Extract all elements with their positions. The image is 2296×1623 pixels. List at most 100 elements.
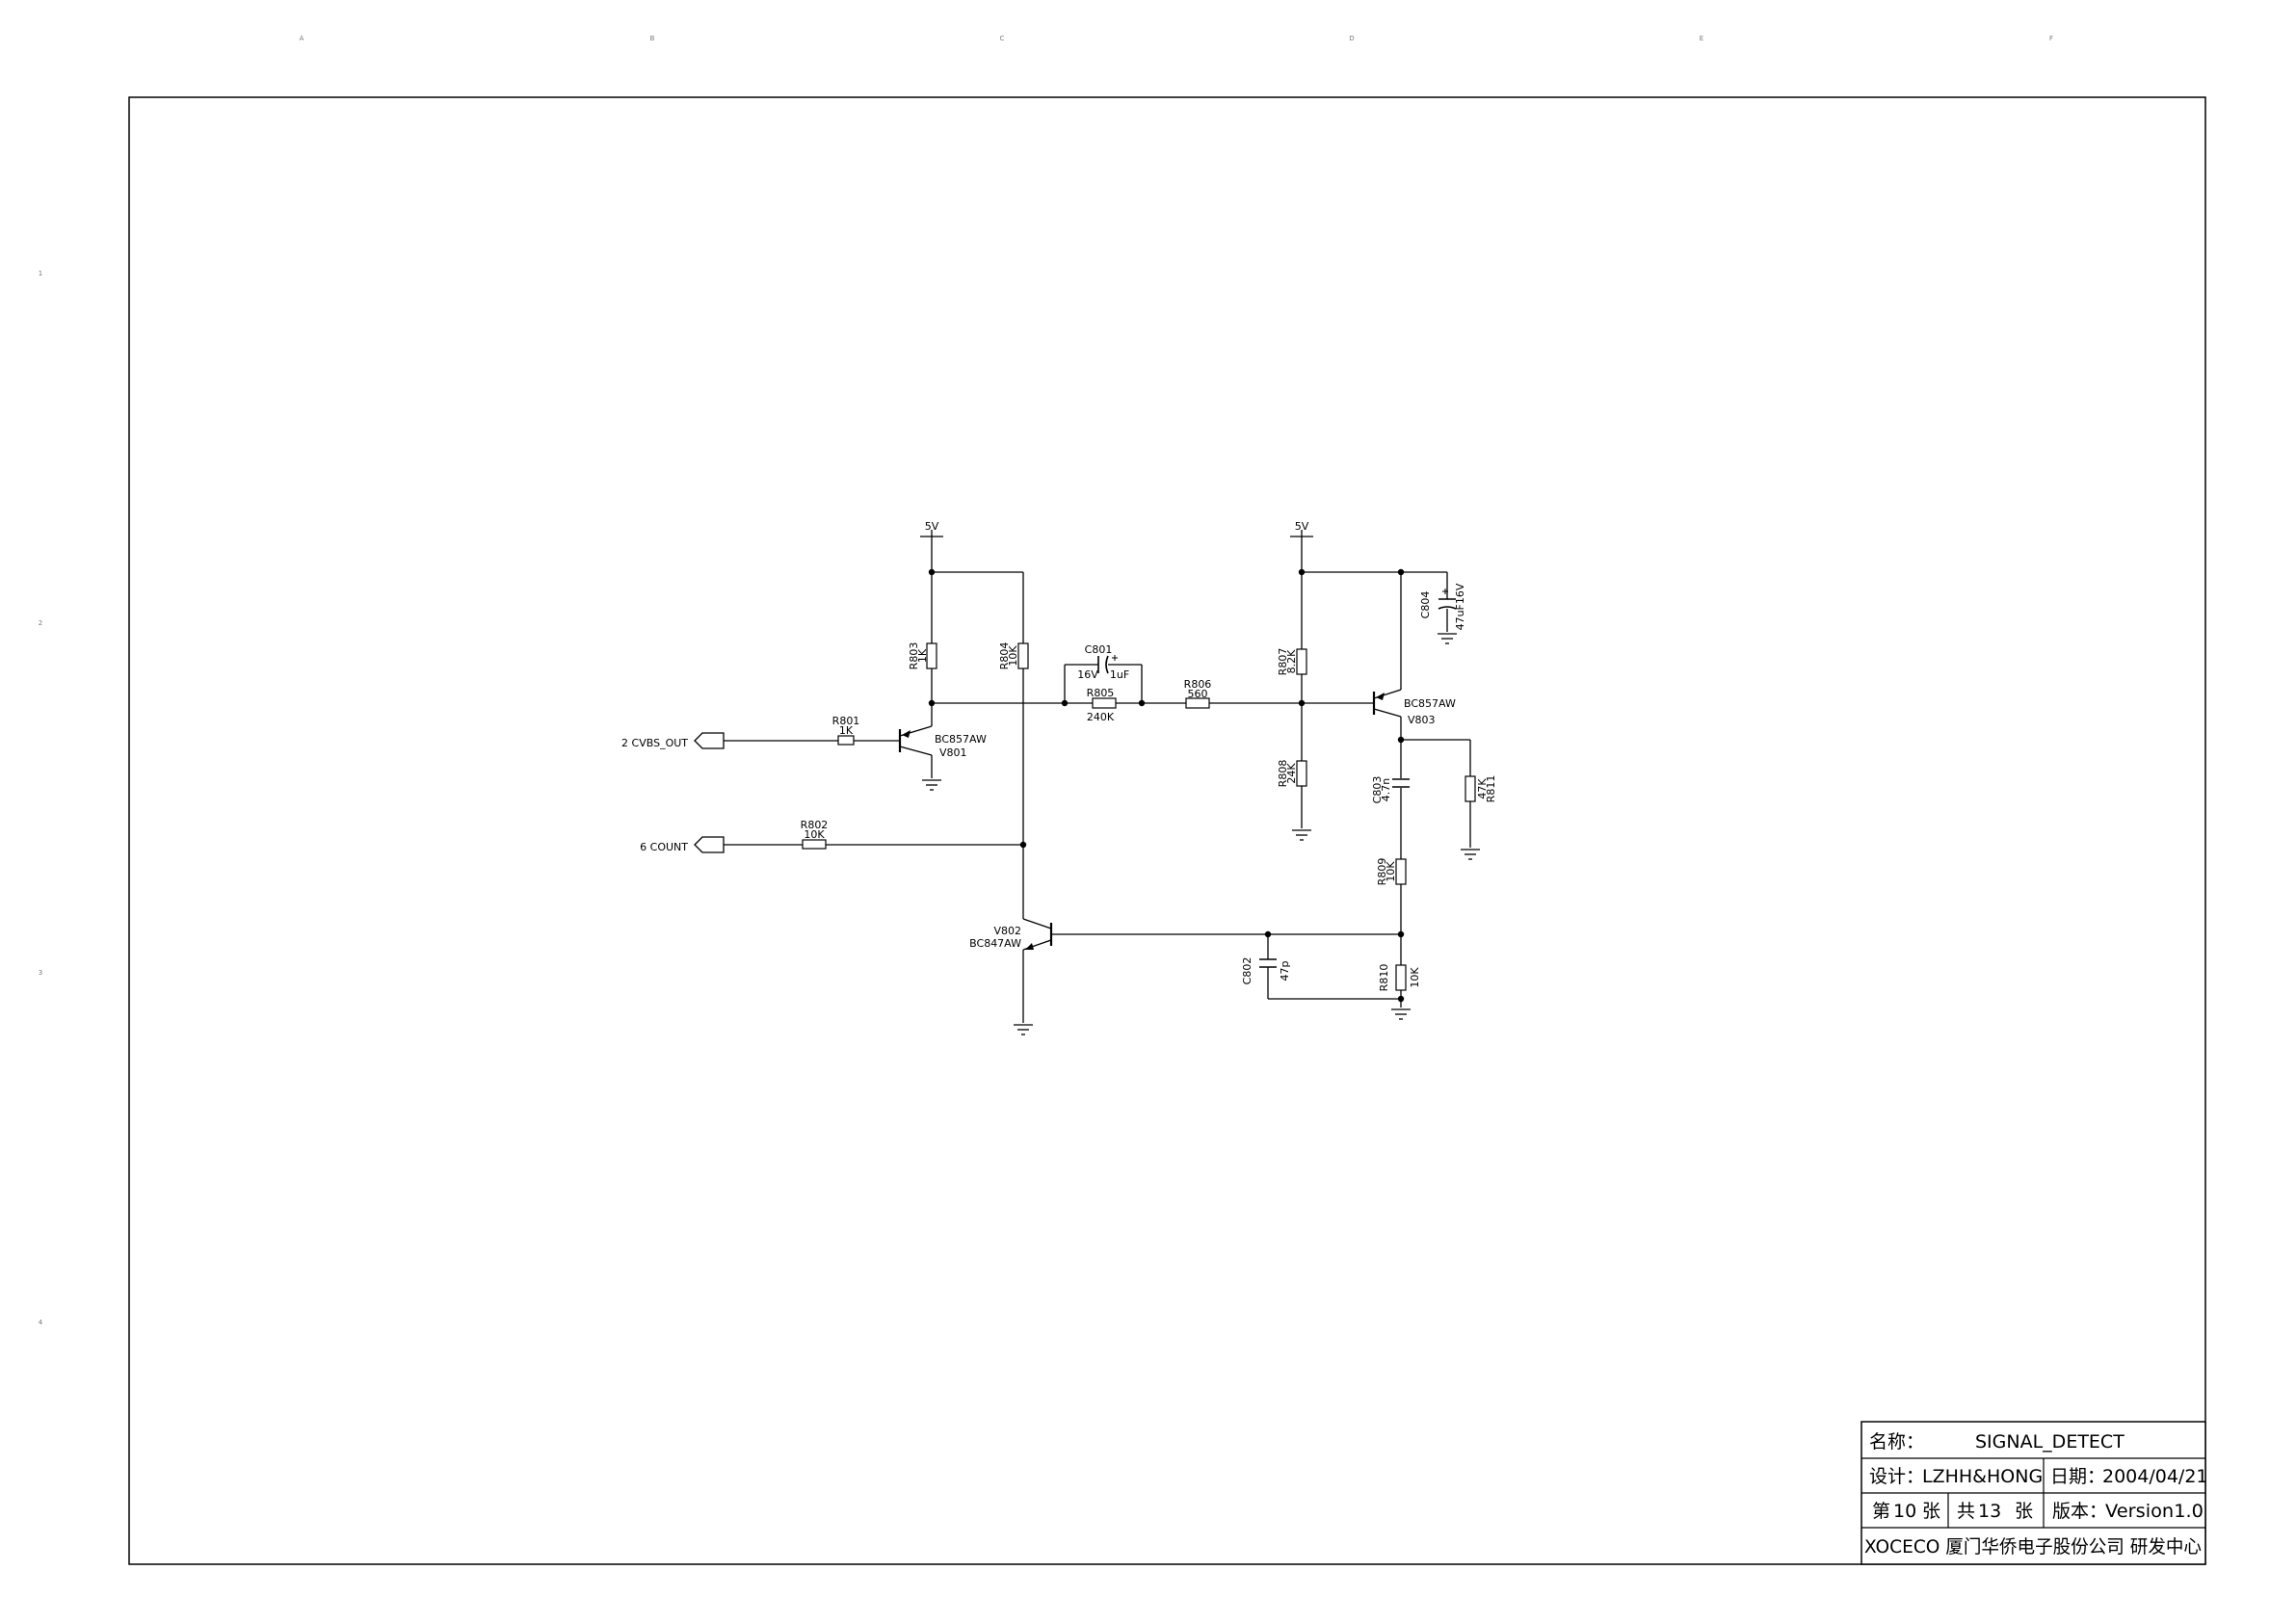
c801-ref: C801 (1085, 643, 1113, 656)
title-sheet-unit: 张 (1922, 1501, 1940, 1522)
power-5v-left-label: 5V (925, 520, 939, 533)
ground-symbols (922, 633, 1480, 1035)
c803-ref: C803 (1371, 776, 1384, 804)
title-total-unit: 张 (2015, 1501, 2033, 1522)
capacitor-c802: C802 47p (1241, 957, 1291, 985)
left-zone-markers: 1 2 3 4 (39, 270, 43, 1326)
v803-ref: V803 (1408, 714, 1436, 726)
r806-ref: R806 (1184, 678, 1212, 691)
c803-value: 4.7n (1380, 778, 1392, 801)
resistor-r805: R805 240K (1087, 687, 1117, 723)
resistor-r806: R806 560 (1184, 678, 1212, 709)
title-block: 名称： SIGNAL_DETECT 设计： LZHH&HONG 日期： 2004… (1861, 1421, 2208, 1565)
v801-part: BC857AW (935, 733, 987, 746)
junction-dots (928, 568, 1405, 1003)
ground-r811 (1461, 849, 1480, 860)
transistor-v802: V802 BC847AW (969, 918, 1053, 951)
ground-r808 (1292, 829, 1311, 841)
r807-value: 8.2K (1285, 649, 1298, 673)
title-version-label: 版本： (2052, 1501, 2107, 1522)
resistor-r803: R803 1K (908, 642, 937, 670)
c804-value: 47uF16V (1454, 583, 1466, 630)
c804-ref: C804 (1419, 591, 1432, 619)
title-total-value: 13 (1978, 1501, 2001, 1522)
v802-ref: V802 (993, 925, 1021, 937)
resistor-r807: R807 8.2K (1277, 648, 1307, 675)
r808-value: 24K (1285, 763, 1298, 784)
title-designer-value: LZHH&HONG (1922, 1466, 2043, 1487)
zone-marker-b: B (650, 35, 655, 42)
r803-ref: R803 (908, 642, 920, 670)
r809-value: 10K (1385, 861, 1397, 882)
title-name-label: 名称： (1869, 1431, 1924, 1453)
capacitor-c801: C801 16V 1uF (1077, 643, 1129, 681)
resistor-r811: 47K R811 (1465, 775, 1497, 803)
port-count: 6 COUNT (640, 836, 725, 853)
capacitor-c804: C804 47uF16V (1419, 583, 1466, 630)
power-5v-right: 5V (1290, 520, 1313, 537)
resistor-r804: R804 10K (998, 642, 1029, 670)
resistor-r808: R808 24K (1277, 760, 1307, 788)
r802-value: 10K (804, 828, 825, 841)
r811-ref: R811 (1485, 775, 1497, 803)
v802-part: BC847AW (969, 937, 1021, 950)
title-date-label: 日期： (2050, 1466, 2105, 1487)
zone-marker-1: 1 (39, 270, 42, 277)
zone-marker-3: 3 (39, 969, 42, 977)
title-sheet-label: 第 (1872, 1501, 1890, 1522)
zone-marker-c: C (1000, 35, 1005, 42)
c801-value: 1uF (1110, 668, 1129, 681)
resistor-r809: R809 10K (1376, 858, 1407, 886)
r811-value: 47K (1476, 778, 1489, 799)
port-cvbs-out-label: 2 CVBS_OUT (621, 737, 688, 749)
wires (724, 530, 1471, 1023)
r809-ref: R809 (1376, 858, 1388, 886)
r804-value: 10K (1007, 645, 1019, 667)
zone-marker-a: A (300, 35, 304, 42)
title-date-value: 2004/04/21 (2102, 1466, 2208, 1487)
port-count-label: 6 COUNT (640, 841, 688, 853)
top-zone-markers: A B C D E F (300, 35, 2053, 42)
r803-value: 1K (916, 648, 929, 663)
r810-value: 10K (1409, 967, 1421, 988)
r805-value: 240K (1087, 711, 1115, 723)
zone-marker-2: 2 (39, 619, 42, 627)
zone-marker-4: 4 (39, 1319, 43, 1326)
power-5v-right-label: 5V (1295, 520, 1309, 533)
c801-voltage: 16V (1077, 668, 1098, 681)
r805-ref: R805 (1087, 687, 1115, 699)
c802-value: 47p (1279, 960, 1291, 981)
resistor-r801: R801 1K (832, 715, 860, 746)
r801-value: 1K (839, 724, 854, 737)
ground-r810 (1391, 1008, 1411, 1020)
v803-part: BC857AW (1404, 697, 1456, 710)
resistor-r802: R802 10K (801, 819, 829, 850)
title-name-value: SIGNAL_DETECT (1975, 1431, 2124, 1453)
zone-marker-f: F (2049, 35, 2053, 42)
transistor-v801: BC857AW V801 (898, 725, 987, 759)
r801-ref: R801 (832, 715, 860, 727)
r808-ref: R808 (1277, 760, 1289, 788)
title-sheet-value: 10 (1893, 1501, 1916, 1522)
power-5v-left: 5V (920, 520, 943, 537)
zone-marker-e: E (1700, 35, 1703, 42)
title-designer-label: 设计： (1869, 1466, 1924, 1487)
title-version-value: Version1.0 (2105, 1501, 2204, 1522)
capacitor-c803: C803 4.7n (1371, 776, 1410, 804)
ground-c804 (1438, 633, 1457, 644)
r810-ref: R810 (1378, 964, 1390, 992)
resistor-r810: R810 10K (1378, 964, 1421, 992)
title-company: XOCECO 厦门华侨电子股份公司 研发中心 (1864, 1536, 2202, 1558)
zone-marker-d: D (1349, 35, 1354, 42)
c802-ref: C802 (1241, 957, 1254, 985)
v801-ref: V801 (939, 746, 967, 759)
r804-ref: R804 (998, 642, 1011, 670)
r806-value: 560 (1188, 688, 1208, 700)
title-total-label: 共 (1957, 1501, 1975, 1522)
ground-v802 (1014, 1024, 1033, 1035)
port-cvbs-out: 2 CVBS_OUT (621, 732, 725, 749)
transistor-v803: BC857AW V803 (1372, 689, 1456, 726)
ground-v801 (922, 779, 941, 791)
r802-ref: R802 (801, 819, 829, 831)
